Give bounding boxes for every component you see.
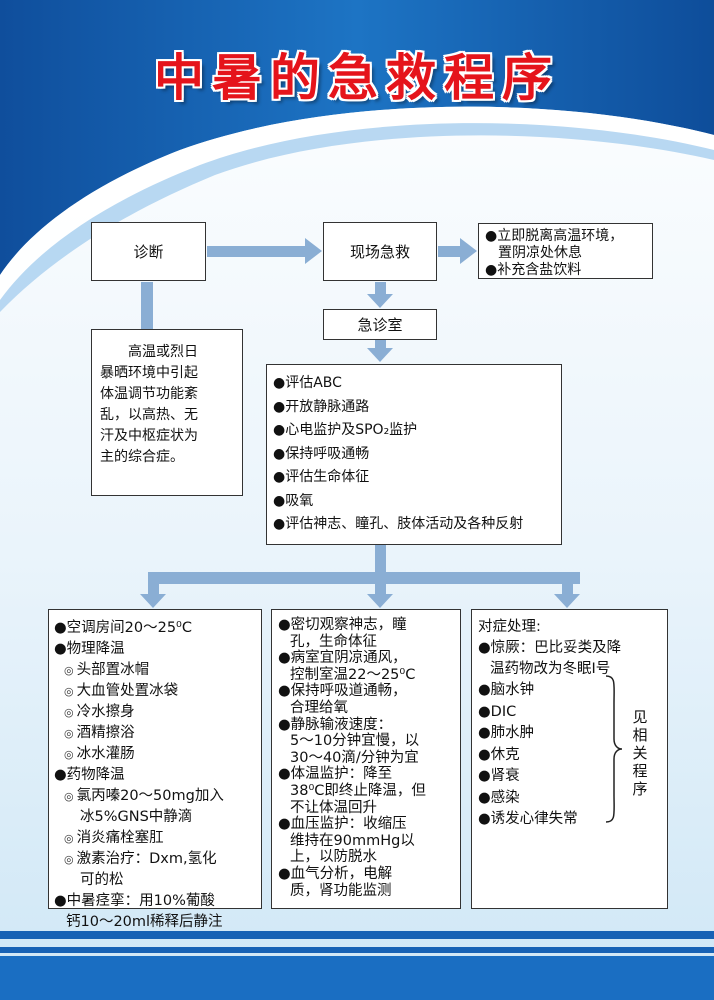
- arrow-to-cooling: [140, 582, 166, 608]
- assess-item: ●心电监护及SPO₂监护: [273, 422, 418, 438]
- note-char: 关: [632, 744, 648, 762]
- onsite-box: 现场急救: [323, 222, 437, 281]
- symptomatic-item: ●肾衰: [478, 768, 520, 784]
- monitor-line: ●体温监护：降至: [278, 766, 393, 783]
- symptomatic-item: ●诱发心律失常: [478, 811, 578, 827]
- assess-item: ●评估ABC: [273, 375, 342, 391]
- monitoring-box: ●密切观察神志，瞳 孔，生命体征 ●病室宜阴凉通风， 控制室温22～25⁰C ●…: [271, 609, 461, 909]
- symptomatic-item: ●脑水钟: [478, 682, 535, 698]
- monitor-line: 质，肾功能监测: [290, 882, 392, 899]
- assess-item: ●评估生命体征: [273, 469, 370, 485]
- arrow-diagnosis-to-onsite: [207, 238, 322, 264]
- er-box: 急诊室: [323, 309, 437, 340]
- monitor-line: ●血气分析，电解: [278, 865, 393, 882]
- cooling-line: 激素治疗：Dxm,氢化: [54, 849, 261, 870]
- onsite-actions-box: ●立即脱离高温环境， 置阴凉处休息 ●补充含盐饮料: [478, 223, 653, 279]
- monitor-line: 上，以防脱水: [290, 849, 377, 866]
- arrow-to-monitor: [367, 582, 393, 608]
- symptomatic-item: ●休克: [478, 746, 520, 763]
- definition-line: 主的综合症。: [100, 449, 184, 465]
- symptomatic-item: ●肺水肿: [478, 725, 535, 741]
- monitor-line: 维持在90mmHg以: [290, 832, 415, 849]
- see-related-note: 见 相 关 程 序: [630, 708, 650, 798]
- er-label: 急诊室: [357, 316, 403, 334]
- cooling-line: ●空调房间20～25⁰C: [54, 620, 192, 636]
- definition-line: 乱，以高热、无: [100, 407, 198, 423]
- monitor-line: ●血压监护：收缩压: [278, 816, 407, 833]
- diagnosis-label: 诊断: [133, 243, 164, 261]
- onsite-label: 现场急救: [349, 243, 410, 261]
- page-title: 中暑的急救程序: [154, 49, 560, 107]
- action-line: ●补充含盐饮料: [485, 262, 582, 278]
- monitor-line: ●静脉输液速度：: [278, 716, 393, 733]
- action-line: 置阴凉处休息: [498, 245, 582, 261]
- assessment-box: ●评估ABC ●开放静脉通路 ●心电监护及SPO₂监护 ●保持呼吸通畅 ●评估生…: [266, 364, 562, 545]
- diagnosis-box: 诊断: [91, 222, 206, 281]
- definition-box: 高温或烈日 暴晒环境中引起 体温调节功能紊 乱，以高热、无 汗及中枢症状为 主的…: [91, 329, 243, 496]
- monitor-line: ●保持呼吸道通畅，: [278, 683, 407, 700]
- monitor-line: ●密切观察神志，瞳: [278, 617, 407, 633]
- note-char: 相: [632, 726, 648, 744]
- symptomatic-item: ●感染: [478, 789, 520, 806]
- symptomatic-item: ●DIC: [478, 703, 517, 720]
- monitor-line: 孔，生命体征: [290, 633, 377, 650]
- symptomatic-line: 温药物改为冬眠Ⅰ号: [490, 661, 611, 677]
- monitor-line: ●病室宜阴凉通风，: [278, 650, 407, 667]
- cooling-line: 冷水擦身: [54, 702, 261, 723]
- line-assess-down: [375, 544, 386, 574]
- arrow-onsite-to-actions: [438, 238, 477, 264]
- cooling-line: 可的松: [80, 872, 124, 888]
- monitor-line: 控制室温22～25⁰C: [290, 666, 416, 683]
- arrow-er-to-assess: [367, 340, 393, 362]
- cooling-line: ●药物降温: [54, 767, 125, 783]
- arrow-onsite-to-er: [367, 282, 393, 308]
- assess-item: ●开放静脉通路: [273, 398, 370, 415]
- cooling-line: 冰5%GNS中静滴: [80, 809, 193, 825]
- monitor-line: 38⁰C即终止降温，但: [290, 782, 426, 799]
- cooling-line: 氯丙嗪20～50mg加入: [54, 786, 261, 807]
- monitor-line: 5～10分钟宜慢，以: [290, 733, 420, 750]
- monitor-line: 合理给氧: [290, 699, 348, 716]
- monitor-line: 不让体温回升: [290, 799, 377, 816]
- cooling-line: ●物理降温: [54, 641, 125, 657]
- arrow-to-symptomatic: [554, 582, 580, 608]
- line-diagnosis-to-definition: [141, 282, 153, 330]
- note-char: 程: [632, 762, 648, 780]
- action-line: ●立即脱离高温环境，: [485, 228, 624, 244]
- cooling-line: 头部置冰帽: [54, 660, 261, 681]
- symptomatic-line: ●惊厥：巴比妥类及降: [478, 640, 622, 656]
- note-char: 见: [632, 708, 648, 726]
- definition-line: 体温调节功能紊: [100, 386, 198, 402]
- definition-line: 高温或烈日: [128, 344, 198, 360]
- definition-line: 暴晒环境中引起: [100, 365, 198, 381]
- line-branch-horizontal: [148, 572, 580, 584]
- cooling-line: 钙10～20ml稀释后静注: [66, 914, 223, 930]
- assess-item: ●保持呼吸通畅: [273, 445, 370, 462]
- definition-line: 汗及中枢症状为: [100, 428, 198, 444]
- note-char: 序: [632, 780, 648, 798]
- symptomatic-heading: 对症处理:: [478, 619, 541, 635]
- cooling-line: 酒精擦浴: [54, 723, 261, 744]
- right-brace-icon: [605, 675, 623, 823]
- monitor-line: 30～40滴/分钟为宜: [290, 749, 419, 766]
- symptomatic-box: 对症处理: ●惊厥：巴比妥类及降 温药物改为冬眠Ⅰ号 ●脑水钟 ●DIC ●肺水…: [471, 609, 668, 909]
- assess-item: ●评估神志、瞳孔、肢体活动及各种反射: [273, 516, 524, 532]
- cooling-line: ●中暑痉挛：用10%葡酸: [54, 893, 215, 909]
- cooling-box: ●空调房间20～25⁰C ●物理降温 头部置冰帽 大血管处置冰袋 冷水擦身 酒精…: [48, 609, 262, 930]
- assess-item: ●吸氧: [273, 492, 314, 509]
- cooling-line: 冰水灌肠: [54, 744, 261, 765]
- cooling-line: 消炎痛栓塞肛: [54, 828, 261, 849]
- cooling-line: 大血管处置冰袋: [54, 681, 261, 702]
